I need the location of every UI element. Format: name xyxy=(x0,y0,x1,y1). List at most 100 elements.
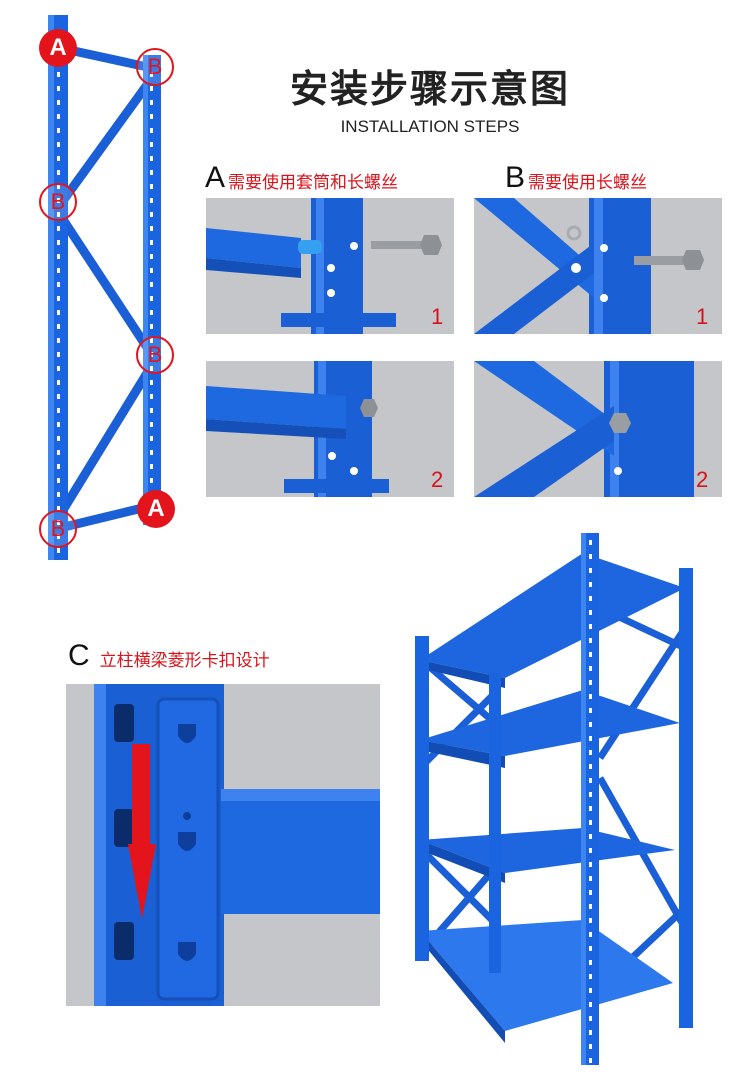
upright-hole xyxy=(150,380,153,385)
upright-hole xyxy=(57,170,60,175)
upright-hole xyxy=(57,394,60,399)
upright-hole xyxy=(57,478,60,483)
step-a-photo-1: 1 xyxy=(206,198,454,334)
upright-hole xyxy=(150,296,153,301)
upright-hole xyxy=(57,268,60,273)
upright-hole xyxy=(57,142,60,147)
step-c-letter: C xyxy=(68,639,90,672)
rack-upright-hole xyxy=(589,596,592,601)
upright-hole xyxy=(150,142,153,147)
upright-hole xyxy=(150,450,153,455)
upright-hole xyxy=(57,506,60,511)
rack-upright-hole xyxy=(589,806,592,811)
upright-hole xyxy=(150,128,153,133)
step-a-photo-1-number: 1 xyxy=(431,304,443,329)
upright-hole xyxy=(150,464,153,469)
step-a-photo-1-drawing: 1 xyxy=(206,198,454,334)
rack-upright-hole xyxy=(589,834,592,839)
step-b-photo-2: 2 xyxy=(474,361,722,497)
step-b-photo-1: 1 xyxy=(474,198,722,334)
rack-upright-hole xyxy=(589,890,592,895)
upright-hole xyxy=(150,394,153,399)
step-b-photo-1-drawing: 1 xyxy=(474,198,722,334)
rack-upright-hole xyxy=(589,974,592,979)
rack-upright-hole xyxy=(589,792,592,797)
step-a-photo-2-number: 2 xyxy=(431,467,443,492)
step-a-photo-2: 2 xyxy=(206,361,454,497)
badge-b-bottom: B xyxy=(39,510,77,548)
rack-upright-hole xyxy=(589,736,592,741)
step-a-photo-2-drawing: 2 xyxy=(206,361,454,497)
upright-hole xyxy=(150,324,153,329)
rack-upright-hole xyxy=(589,820,592,825)
assembled-rack-illustration xyxy=(415,533,693,1065)
rack-upright-hole xyxy=(589,610,592,615)
upright-hole xyxy=(150,212,153,217)
upright-hole xyxy=(57,324,60,329)
page-title: 安装步骤示意图 xyxy=(289,67,570,111)
upright-hole xyxy=(57,254,60,259)
rack-upright-hole xyxy=(589,694,592,699)
upright-hole xyxy=(57,86,60,91)
rack-upright-hole xyxy=(589,1016,592,1021)
page-subtitle: INSTALLATION STEPS xyxy=(340,117,520,136)
upright-hole xyxy=(57,366,60,371)
rack-upright-hole xyxy=(589,848,592,853)
upright-hole xyxy=(57,240,60,245)
upright-hole xyxy=(57,114,60,119)
rack-upright-hole xyxy=(589,722,592,727)
upright-hole xyxy=(150,226,153,231)
upright-hole xyxy=(150,478,153,483)
upright-hole xyxy=(150,310,153,315)
rack-upright-hole xyxy=(589,554,592,559)
upright-hole xyxy=(150,436,153,441)
step-b-text: 需要使用长螺丝 xyxy=(528,173,648,193)
step-c-heading: C 立柱横梁菱形卡扣设计 xyxy=(68,639,270,672)
upright-hole xyxy=(150,268,153,273)
rack-upright-hole xyxy=(589,1030,592,1035)
upright-hole xyxy=(57,408,60,413)
rack-upright-hole xyxy=(589,946,592,951)
upright-hole xyxy=(57,548,60,553)
upright-hole xyxy=(150,184,153,189)
rack-upright-hole xyxy=(589,862,592,867)
upright-hole xyxy=(57,72,60,77)
upright-hole xyxy=(57,128,60,133)
rack-upright-hole xyxy=(589,624,592,629)
upright-frame-illustration xyxy=(48,15,161,560)
rack-upright-hole xyxy=(589,750,592,755)
rack-upright-hole xyxy=(589,932,592,937)
upright-hole xyxy=(150,156,153,161)
step-b-photo-1-number: 1 xyxy=(696,304,708,329)
step-b-photo-2-drawing: 2 xyxy=(474,361,722,497)
badge-b-mid-right: B xyxy=(136,336,174,374)
rack-upright-hole xyxy=(589,680,592,685)
rack-upright-hole xyxy=(589,568,592,573)
rack-upright-hole xyxy=(589,708,592,713)
rack-upright-hole xyxy=(589,652,592,657)
upright-hole xyxy=(57,100,60,105)
step-b-letter: B xyxy=(505,161,526,194)
upright-hole xyxy=(150,254,153,259)
upright-hole xyxy=(57,352,60,357)
rack-upright-hole xyxy=(589,918,592,923)
rack-upright-hole xyxy=(589,764,592,769)
upright-hole xyxy=(150,86,153,91)
upright-hole xyxy=(150,170,153,175)
rack-upright-hole xyxy=(589,582,592,587)
upright-hole xyxy=(57,422,60,427)
upright-hole xyxy=(57,380,60,385)
rack-upright-hole xyxy=(589,960,592,965)
rack-upright-hole xyxy=(589,540,592,545)
upright-hole xyxy=(57,338,60,343)
rack-upright-hole xyxy=(589,876,592,881)
step-a-text: 需要使用套筒和长螺丝 xyxy=(228,173,399,193)
upright-hole xyxy=(150,408,153,413)
upright-hole xyxy=(57,492,60,497)
rack-upright-hole xyxy=(589,1058,592,1063)
step-b-photo-2-number: 2 xyxy=(696,467,708,492)
upright-hole xyxy=(57,226,60,231)
upright-hole xyxy=(150,240,153,245)
upright-hole xyxy=(57,450,60,455)
badge-b-mid-left: B xyxy=(39,183,77,221)
